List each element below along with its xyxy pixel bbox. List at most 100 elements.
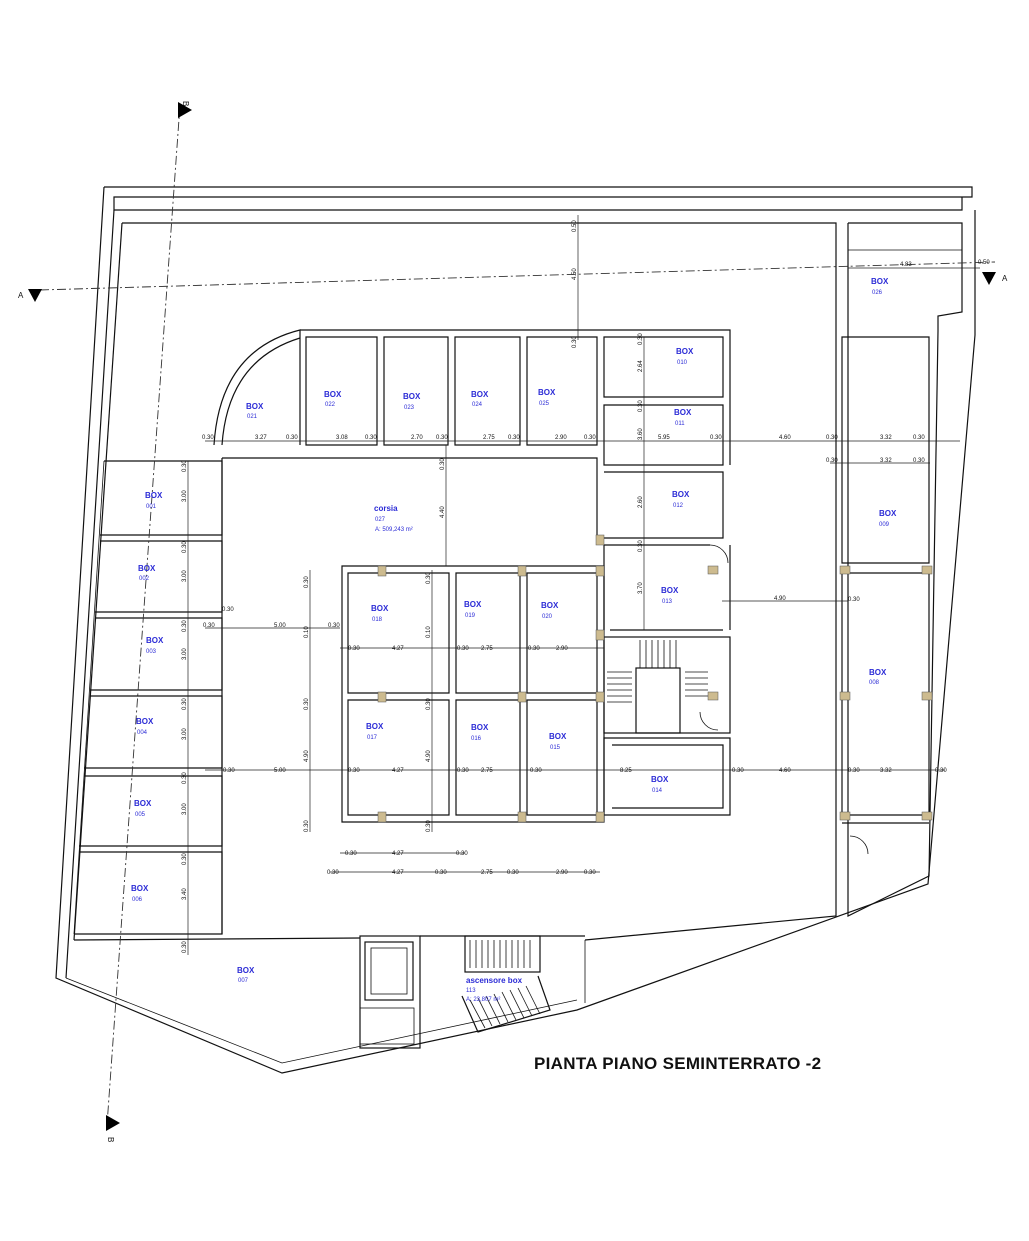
dim-label: 0.30: [328, 623, 340, 629]
dim-label: 3.70: [638, 582, 644, 594]
room-number: 023: [404, 405, 415, 411]
room-label: BOX: [403, 392, 421, 401]
room-number: 009: [879, 522, 890, 528]
dim-label: 0.30: [530, 768, 542, 774]
dim-label: 4.27: [392, 870, 404, 876]
dim-label: 3.32: [880, 435, 892, 441]
dim-label: 3.00: [182, 570, 188, 582]
stair-core: [603, 544, 869, 855]
dim-label: 0.10: [426, 626, 432, 638]
dim-label: 8.25: [620, 768, 632, 774]
section-b-top-label: B: [181, 101, 190, 106]
dim-label: 0.30: [457, 768, 469, 774]
room-number: 017: [367, 735, 378, 741]
room-label: BOX: [134, 799, 152, 808]
room-number: 020: [542, 614, 553, 620]
room-label: BOX: [672, 490, 690, 499]
room-label: BOX: [371, 604, 389, 613]
corsia-number: 027: [375, 517, 386, 523]
dim-label: 0.30: [457, 646, 469, 652]
dim-label: 3.00: [182, 728, 188, 740]
dim-label: 2.75: [483, 435, 495, 441]
room-label: BOX: [146, 636, 164, 645]
dim-label: 0.30: [426, 572, 432, 584]
room-number: 026: [872, 290, 883, 296]
dim-label: 3.60: [638, 428, 644, 440]
section-letters: A A B B: [18, 101, 1008, 1142]
dim-label: 4.90: [774, 596, 786, 602]
dimension-lines: [187, 215, 980, 955]
dim-label: 0.30: [732, 768, 744, 774]
corsia-area: A: 509,243 m²: [375, 527, 413, 533]
dim-label: 0.30: [345, 851, 357, 857]
room-label: BOX: [366, 722, 384, 731]
room-number: 011: [675, 421, 685, 427]
corsia-label: corsia: [374, 504, 398, 513]
dim-label: 0.30: [426, 698, 432, 710]
room-label: BOX: [464, 600, 482, 609]
room-number: 024: [472, 402, 483, 408]
dim-label: 0.30: [304, 576, 310, 588]
room-labels: BOX 001 BOX 002 BOX 003 BOX 004 BOX 005 …: [131, 277, 897, 1003]
dim-label: 0.30: [508, 435, 520, 441]
dim-label: 0.30: [304, 820, 310, 832]
dim-label: 0.10: [304, 626, 310, 638]
dim-label: 0.30: [848, 768, 860, 774]
dim-label: 0.30: [203, 623, 215, 629]
room-label: BOX: [871, 277, 889, 286]
right-boxes: [603, 336, 930, 824]
room-label: BOX: [869, 668, 887, 677]
dim-label: 0.30: [826, 458, 838, 464]
dim-label: 0.30: [638, 333, 644, 345]
dim-label: 0.30: [182, 853, 188, 865]
dim-label: 0.30: [436, 435, 448, 441]
top-box-row: [213, 329, 731, 535]
dim-label: 0.30: [182, 941, 188, 953]
dim-label: 2.75: [481, 646, 493, 652]
dim-label: 4.27: [392, 646, 404, 652]
room-label: BOX: [471, 723, 489, 732]
dim-label: 4.27: [392, 768, 404, 774]
dim-label: 0.30: [182, 698, 188, 710]
dim-label: 4.50: [572, 268, 578, 280]
dim-label: 0.30: [572, 336, 578, 348]
dim-label: 4.27: [392, 851, 404, 857]
dim-label: 0.30: [182, 460, 188, 472]
room-number: 005: [135, 812, 146, 818]
left-box-column: [73, 460, 223, 935]
dim-label: 0.30: [365, 435, 377, 441]
dim-label: 0.30: [638, 400, 644, 412]
dim-label: 2.90: [555, 435, 567, 441]
dim-label: 4.90: [304, 750, 310, 762]
outer-walls: [55, 186, 976, 1074]
room-number: 021: [247, 414, 258, 420]
dimension-labels: 0.30 3.27 0.30 3.08 0.30 2.70 0.30 2.75 …: [182, 220, 990, 953]
dim-label: 0.30: [638, 540, 644, 552]
dim-label: 0.30: [584, 870, 596, 876]
dim-label: 0.30: [223, 768, 235, 774]
room-label: BOX: [538, 388, 556, 397]
dim-label: 0.30: [348, 768, 360, 774]
dim-label: 0.50: [978, 260, 990, 266]
room-label: BOX: [131, 884, 149, 893]
elevator-number: 113: [466, 988, 476, 994]
room-label: BOX: [136, 717, 154, 726]
dim-label: 5.00: [274, 623, 286, 629]
room-number: 018: [372, 617, 383, 623]
room-label: BOX: [879, 509, 897, 518]
section-a-left-arrow-icon: [28, 289, 42, 302]
dim-label: 2.90: [556, 646, 568, 652]
room-number: 012: [673, 503, 684, 509]
dim-label: 5.00: [274, 768, 286, 774]
dim-label: 0.30: [348, 646, 360, 652]
dim-label: 4.90: [426, 750, 432, 762]
dim-label: 0.30: [202, 435, 214, 441]
section-a-left-label: A: [18, 291, 24, 300]
room-label: BOX: [237, 966, 255, 975]
room-number: 002: [139, 576, 150, 582]
dim-label: 4.60: [779, 435, 791, 441]
section-a-right-label: A: [1002, 274, 1008, 283]
room-number: 010: [677, 360, 688, 366]
dim-label: 2.64: [638, 360, 644, 372]
